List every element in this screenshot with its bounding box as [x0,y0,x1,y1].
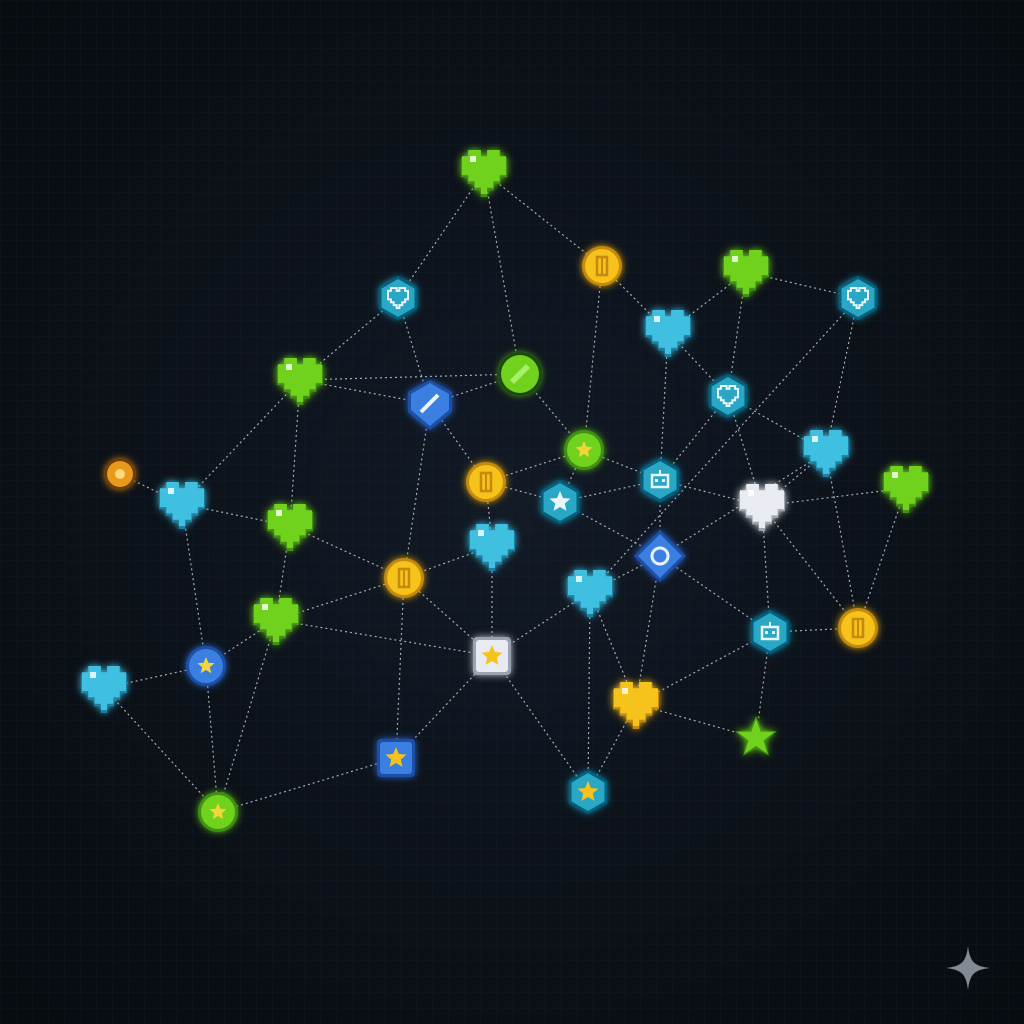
gold-runner-coin-icon[interactable] [384,558,424,598]
connection-line [857,487,907,629]
connection-line [275,619,493,657]
gold-coin-icon[interactable] [582,246,622,286]
teal-heart-token-icon[interactable] [708,374,748,418]
connection-line [587,591,591,793]
connection-lines [103,171,907,813]
connection-line [103,687,219,813]
cyan-heart-icon[interactable] [567,570,613,617]
green-heart-icon[interactable] [277,358,323,405]
white-heart-icon[interactable] [739,484,785,531]
connection-line [181,503,207,667]
connection-line [635,703,757,739]
connection-line [205,665,219,813]
connection-line [483,171,521,375]
teal-star-token-icon[interactable] [568,770,608,814]
connection-line [289,525,405,579]
connection-line [289,379,301,527]
blue-diamond-icon[interactable] [634,530,686,582]
green-heart-icon[interactable] [883,466,929,513]
connection-line [395,577,405,759]
green-gem-icon[interactable] [498,352,542,396]
connection-line [761,451,827,507]
gold-coin-icon[interactable] [466,462,506,502]
connection-line [761,487,907,507]
blue-shield-icon[interactable] [408,380,452,430]
teal-heart-token-icon[interactable] [838,276,878,320]
connection-line [483,171,603,267]
green-leaf-token-icon[interactable] [564,430,604,470]
teal-heart-token-icon[interactable] [378,276,418,320]
green-heart-icon[interactable] [267,504,313,551]
connection-line [217,757,397,813]
connection-line [299,373,521,381]
green-heart-icon[interactable] [461,150,507,197]
yellow-heart-icon[interactable] [613,682,659,729]
connection-line [727,395,827,453]
orange-sun-icon[interactable] [104,458,136,490]
cyan-heart-icon[interactable] [469,524,515,571]
green-star-icon[interactable] [735,716,777,756]
cyan-heart-icon[interactable] [645,310,691,357]
connection-line [403,403,431,579]
teal-robot-token-icon[interactable] [750,610,790,654]
connection-line [761,505,859,629]
teal-star-token-icon[interactable] [540,480,580,524]
connection-line [825,297,859,453]
white-star-tile-icon[interactable] [473,637,511,675]
teal-robot-token-icon[interactable] [640,458,680,502]
blue-sun-token-icon[interactable] [186,646,226,686]
connection-line [205,619,277,667]
green-leaf-token-icon[interactable] [198,792,238,832]
cyan-heart-icon[interactable] [81,666,127,713]
connection-line [583,449,661,481]
cyan-heart-icon[interactable] [159,482,205,529]
sparkle-icon [946,946,990,990]
node-tokens [81,150,929,832]
connection-line [583,265,603,451]
cyan-heart-icon[interactable] [803,430,849,477]
green-heart-icon[interactable] [253,598,299,645]
connection-line [559,501,661,557]
connection-line [397,171,485,299]
green-heart-icon[interactable] [723,250,769,297]
connection-line [217,619,277,813]
connection-line [397,297,431,405]
connection-line [491,655,589,793]
blue-star-tile-icon[interactable] [377,739,415,777]
connection-line [659,555,771,633]
connection-line [825,451,859,629]
gold-coin-icon[interactable] [838,608,878,648]
connection-line [181,379,301,505]
